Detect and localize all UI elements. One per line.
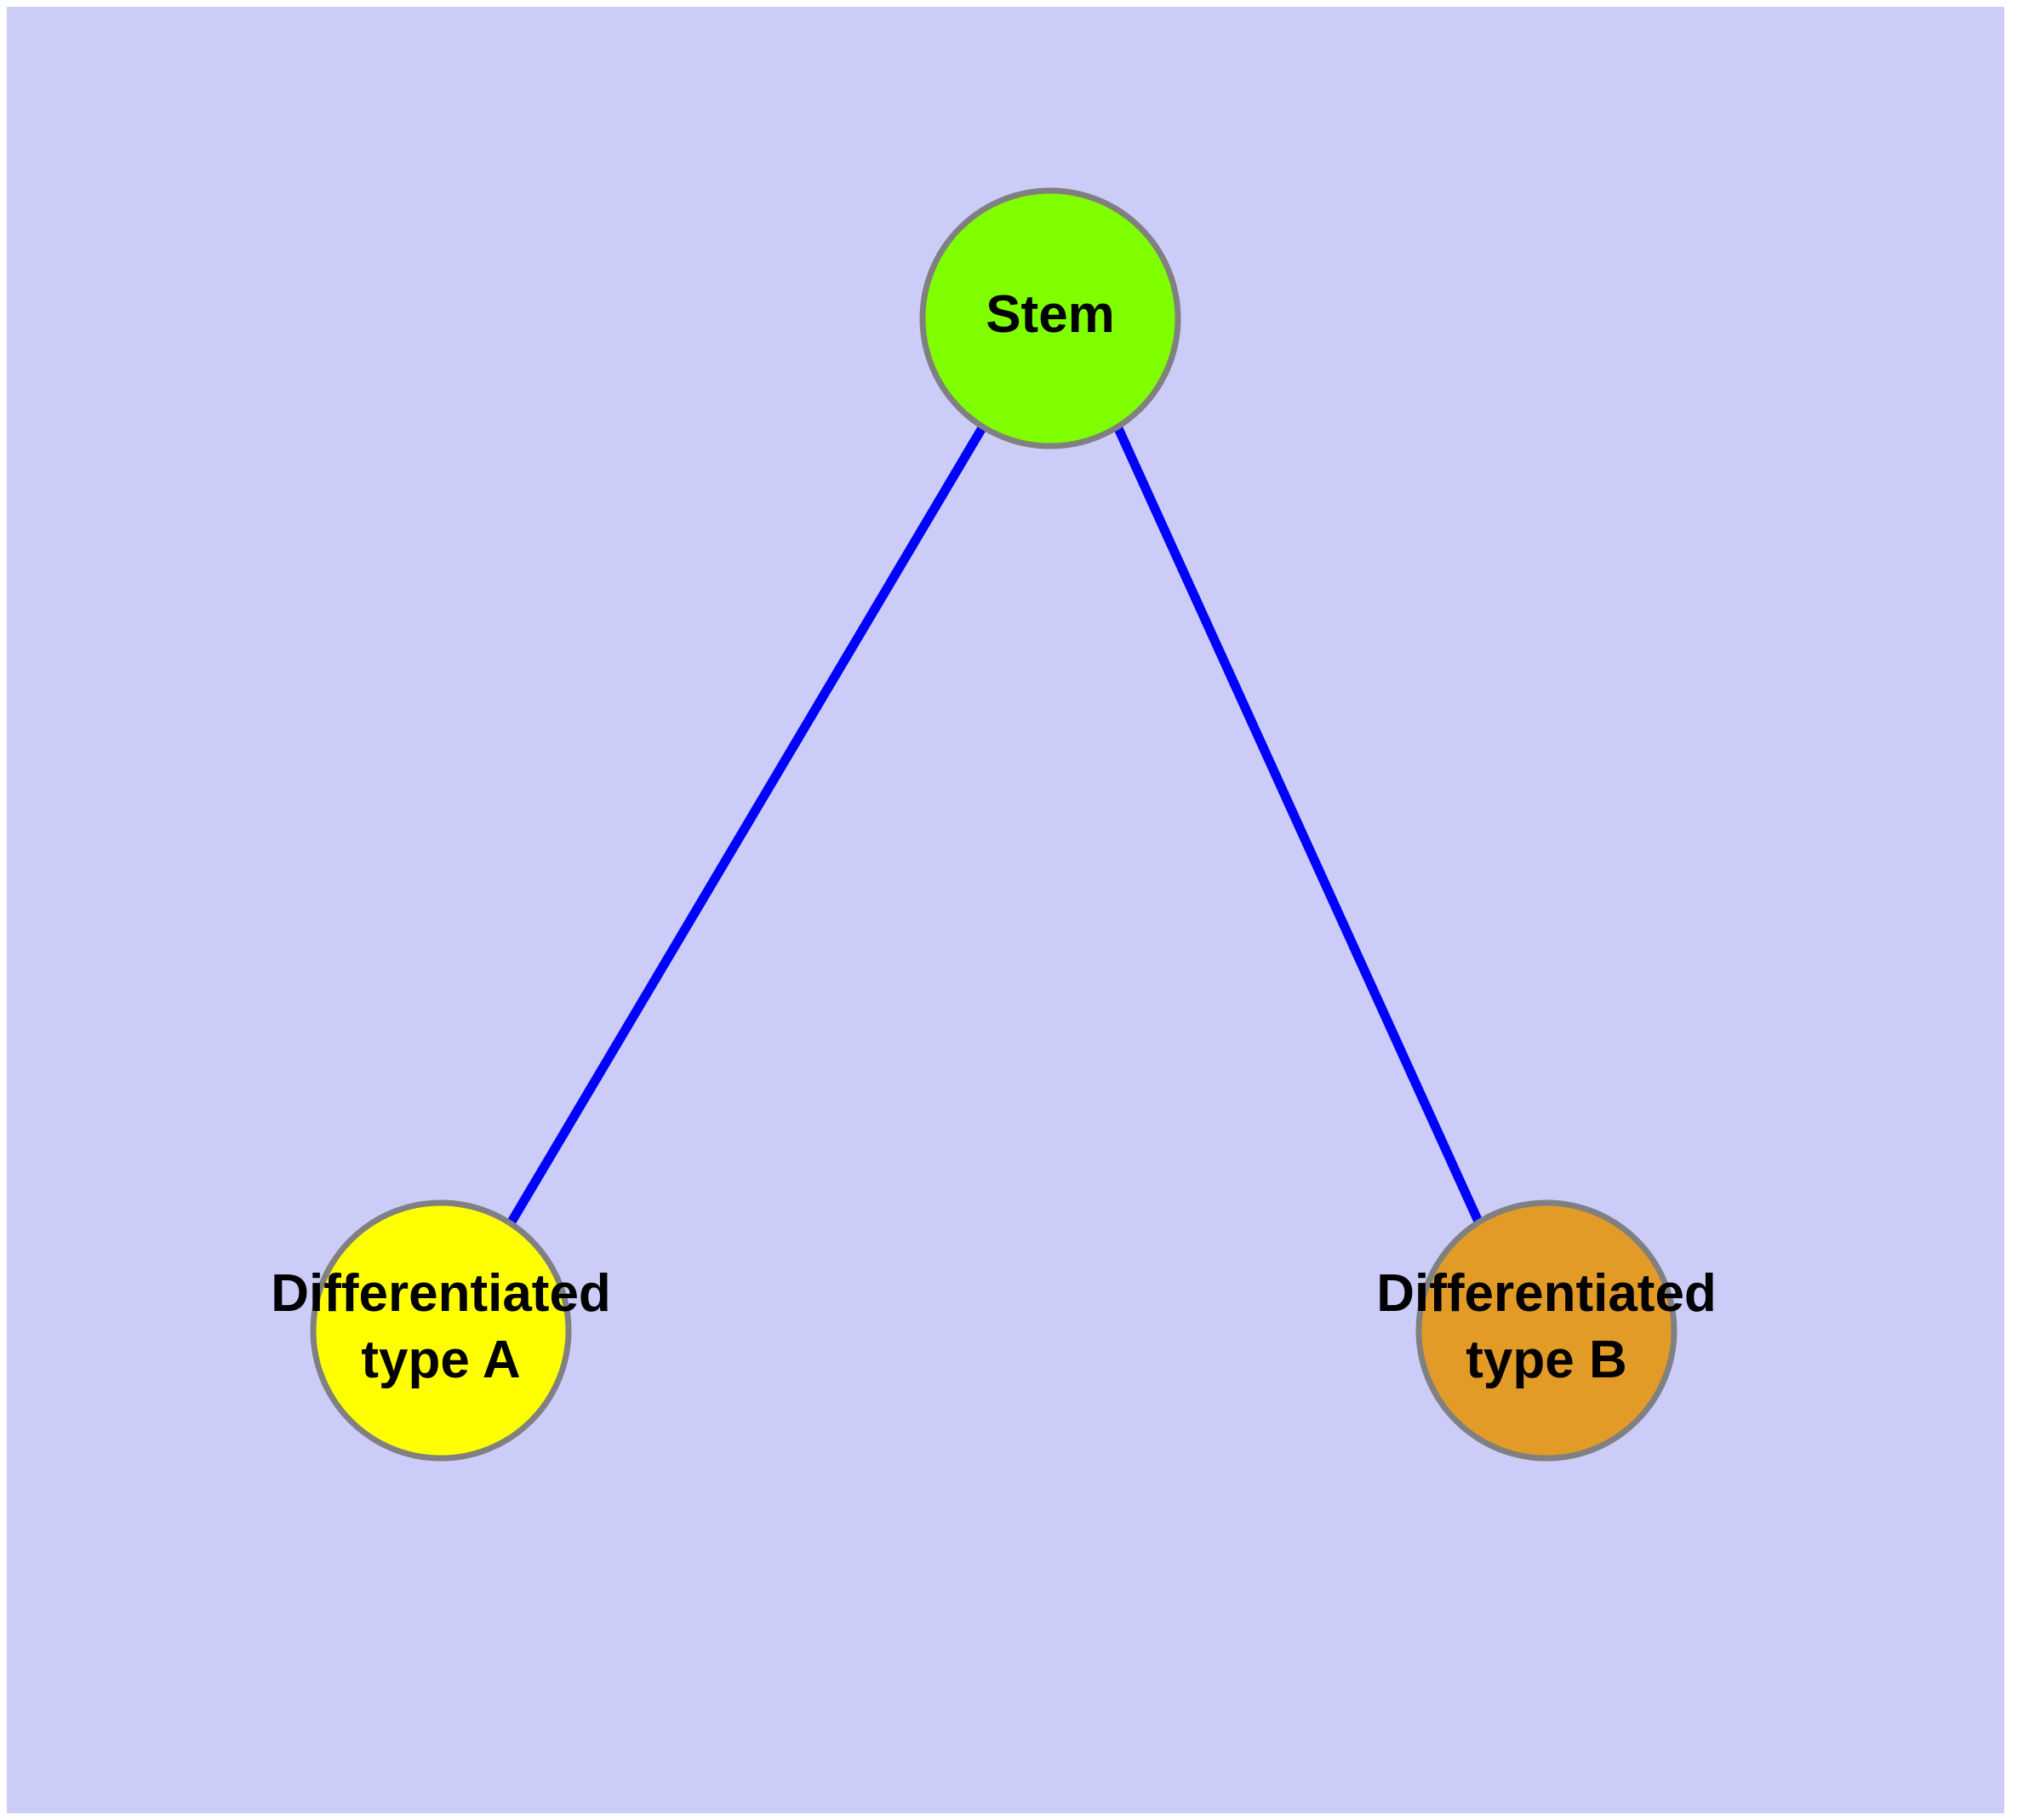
edge-stem-to-diff-a[interactable] xyxy=(506,424,987,1226)
node-label-line: Differentiated xyxy=(1376,1264,1717,1323)
node-label-diff-a: Differentiated type A xyxy=(271,1264,611,1389)
node-diff-a[interactable] xyxy=(310,1199,572,1462)
node-label-stem: Stem xyxy=(986,285,1115,344)
node-label-line: Stem xyxy=(986,285,1115,344)
node-label-line: Differentiated xyxy=(271,1264,611,1323)
node-stem[interactable] xyxy=(919,187,1181,449)
node-diff-b[interactable] xyxy=(1415,1199,1677,1462)
node-label-diff-b: Differentiated type B xyxy=(1376,1264,1717,1389)
edge-stem-to-diff-b[interactable] xyxy=(1112,424,1484,1226)
node-label-line: type A xyxy=(361,1331,520,1389)
node-label-line: type B xyxy=(1466,1331,1626,1389)
edges-layer xyxy=(506,424,1484,1226)
nodes-layer xyxy=(310,187,1677,1462)
